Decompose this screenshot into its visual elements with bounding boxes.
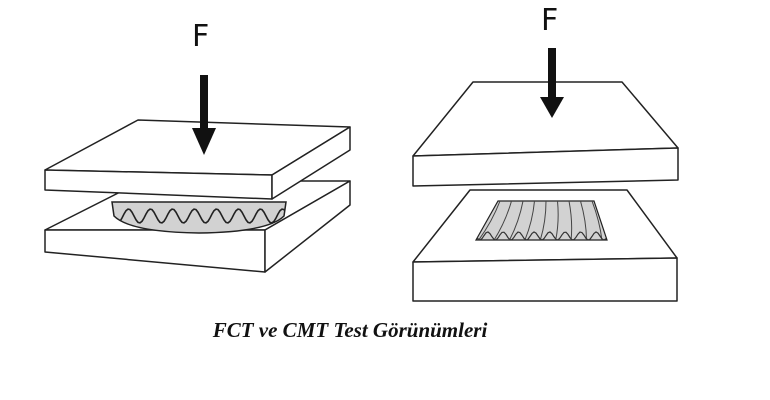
test-diagram: F F <box>44 3 679 302</box>
cmt-corrugated-sample <box>474 200 608 241</box>
fct-apparatus: F <box>44 19 351 273</box>
fct-flute-sample <box>111 201 287 234</box>
cmt-flute-ridges <box>476 201 607 240</box>
cmt-ridge-line <box>493 201 512 240</box>
cmt-force-arrow <box>540 48 564 118</box>
fct-flute-wave <box>112 208 286 224</box>
cmt-top-plate <box>412 81 679 187</box>
cmt-ridge-line <box>568 201 573 240</box>
cmt-apparatus: F <box>412 3 679 302</box>
cmt-front-wave <box>476 231 607 240</box>
cmt-ridge-line <box>555 201 559 240</box>
fct-force-arrow <box>192 75 216 155</box>
cmt-ridge-line <box>524 201 535 240</box>
cmt-force-label: F <box>541 3 558 38</box>
fct-top-plate <box>44 119 351 200</box>
fct-force-label: F <box>192 19 209 54</box>
figure-caption: FCT ve CMT Test Görünümleri <box>212 318 488 342</box>
cmt-ridge-line <box>580 201 587 240</box>
cmt-ridge-line <box>508 201 524 240</box>
cmt-ridge-line <box>539 201 547 240</box>
cmt-ridge-line <box>477 201 501 240</box>
